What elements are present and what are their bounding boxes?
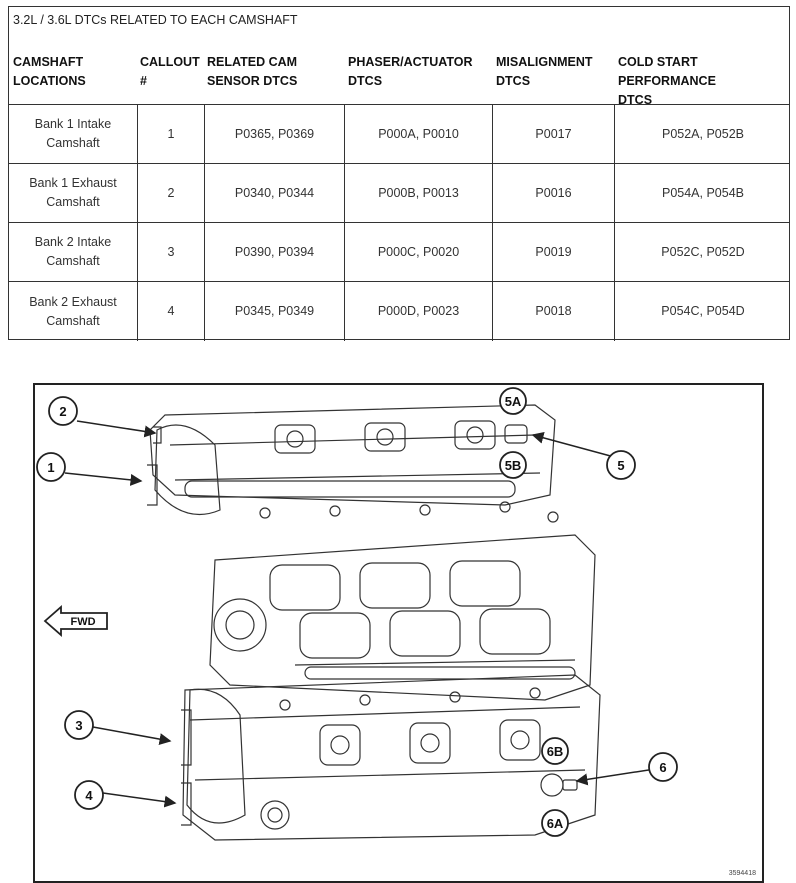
- callout-4: 4: [85, 788, 93, 803]
- callout-5b: 5B: [505, 458, 522, 473]
- table-cell: P0345, P0349: [205, 282, 345, 341]
- table-cell: P054C, P054D: [661, 304, 745, 318]
- callout-1: 1: [47, 460, 54, 475]
- header-misalignment-dtcs: MISALIGNMENT DTCS: [496, 55, 593, 88]
- engine-illustration: 2 1 5A 5B 5 3 4 6B 6 6A FWD: [36, 387, 678, 841]
- table-cell: P000D, P0023: [345, 282, 493, 341]
- table-cell: P0019: [493, 223, 615, 281]
- table-cell: 1: [138, 105, 205, 163]
- table-cell: P000B, P0013: [345, 164, 493, 222]
- table-cell: P054A, P054B: [661, 185, 744, 200]
- table-title: 3.2L / 3.6L DTCs RELATED TO EACH CAMSHAF…: [13, 13, 298, 27]
- callout-3: 3: [75, 718, 82, 733]
- header-callout: CALLOUT #: [140, 55, 200, 88]
- table-cell: P052A, P052B: [661, 126, 744, 141]
- header-camshaft-locations: CAMSHAFT LOCATIONS: [13, 55, 86, 88]
- table-cell: P000C, P0020: [345, 223, 493, 281]
- table-cell: Bank 1 Intake Camshaft: [9, 105, 138, 163]
- header-cam-sensor-dtcs: RELATED CAM SENSOR DTCS: [207, 55, 298, 88]
- figure-number: 3594418: [728, 870, 756, 877]
- table-cell: P000A, P0010: [345, 105, 493, 163]
- header-cold-start-dtcs: COLD START PERFORMANCE DTCS: [618, 55, 716, 107]
- table-cell: 4: [138, 282, 205, 341]
- callout-6: 6: [659, 760, 666, 775]
- callout-2: 2: [59, 404, 66, 419]
- table-header-row: CAMSHAFT LOCATIONS CALLOUT # RELATED CAM…: [9, 33, 789, 107]
- table-cell: P0340, P0344: [205, 164, 345, 222]
- table-cell: P052C, P052D: [661, 244, 745, 259]
- table-cell: P0016: [493, 164, 615, 222]
- dtc-table: 3.2L / 3.6L DTCs RELATED TO EACH CAMSHAF…: [8, 6, 790, 341]
- engine-diagram: 2 1 5A 5B 5 3 4 6B 6 6A FWD 3594418: [33, 383, 764, 883]
- table-cell: Bank 1 Exhaust Camshaft: [9, 164, 138, 222]
- table-cell: P0390, P0394: [205, 223, 345, 281]
- table-cell: 2: [138, 164, 205, 222]
- fwd-arrow-icon: FWD: [43, 605, 108, 637]
- header-phaser-dtcs: PHASER/ACTUATOR DTCS: [348, 55, 473, 88]
- callout-5a: 5A: [505, 394, 522, 409]
- table-cell: P0017: [493, 105, 615, 163]
- table-cell: 3: [138, 223, 205, 281]
- table-cell: Bank 2 Intake Camshaft: [9, 223, 138, 281]
- table-cell: P0018: [493, 282, 615, 341]
- callout-5: 5: [617, 458, 624, 473]
- table-cell: P0365, P0369: [205, 105, 345, 163]
- fwd-label: FWD: [70, 616, 95, 628]
- callout-6a: 6A: [547, 816, 564, 831]
- table-cell: Bank 2 Exhaust Camshaft: [9, 282, 138, 341]
- callout-6b: 6B: [547, 744, 564, 759]
